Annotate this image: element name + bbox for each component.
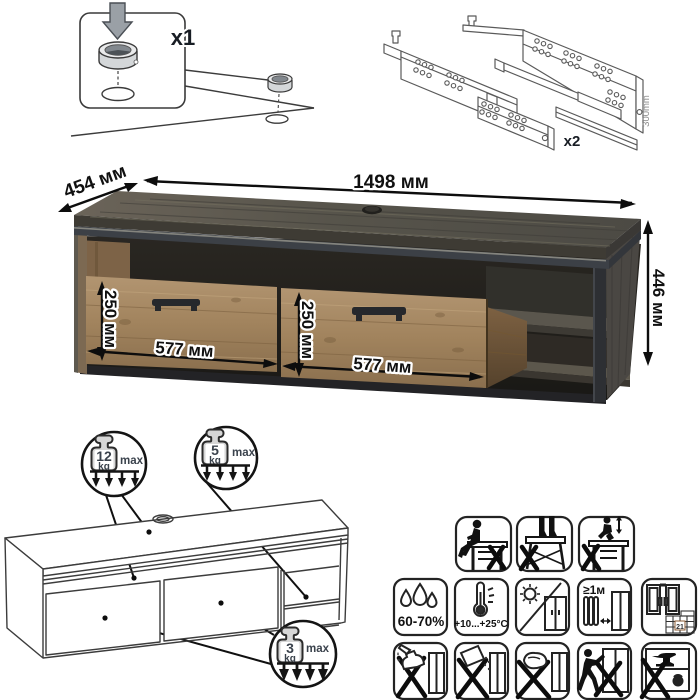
svg-text:250 мм: 250 мм [298,301,317,359]
svg-text:x2: x2 [564,133,581,150]
svg-text:300mm: 300mm [641,95,652,127]
svg-text:577 мм: 577 мм [353,354,412,377]
svg-text:kg: kg [209,456,221,467]
svg-text:kg: kg [284,654,296,665]
svg-text:max: max [232,447,256,459]
svg-text:3: 3 [286,640,294,656]
svg-text:max: max [120,455,144,467]
svg-text:12: 12 [96,448,112,464]
svg-text:446 мм: 446 мм [649,269,668,327]
svg-text:5: 5 [211,442,219,458]
svg-text:250 мм: 250 мм [101,290,120,348]
svg-text:60-70%: 60-70% [398,614,445,629]
svg-text:kg: kg [98,462,110,473]
svg-text:21: 21 [676,624,684,631]
svg-text:≥1м: ≥1м [583,583,605,597]
svg-text:+10...+25°C: +10...+25°C [454,619,507,630]
svg-text:1498 мм: 1498 мм [353,172,429,193]
svg-text:577 мм: 577 мм [155,338,214,361]
svg-text:x1: x1 [171,25,195,50]
svg-text:max: max [306,643,330,655]
